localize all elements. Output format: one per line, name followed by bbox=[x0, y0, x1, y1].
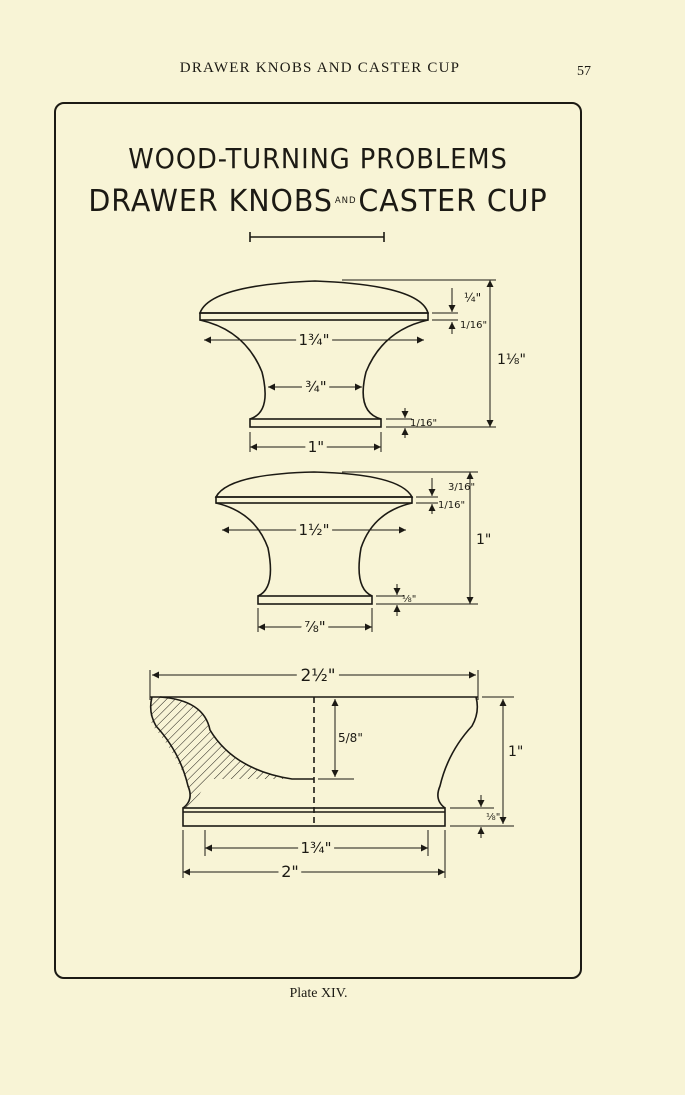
knob-small-drawing bbox=[214, 471, 414, 605]
knob-large-dim-foot: 1/16" bbox=[410, 418, 437, 429]
plate-caption: Plate XIV. bbox=[289, 986, 348, 1001]
knob-large-drawing bbox=[198, 280, 430, 428]
knob-large-dim-base: 1" bbox=[308, 438, 324, 456]
plate-frame bbox=[54, 102, 582, 979]
caster-dim-top-diameter: 2½" bbox=[300, 666, 335, 686]
knob-small-dim-foot: ⅛" bbox=[402, 594, 416, 605]
caster-dim-height: 1" bbox=[508, 744, 523, 760]
knob-large-dim-neck: ¾" bbox=[305, 378, 326, 396]
knob-large-dim-top: ¼" bbox=[464, 291, 481, 305]
knob-large-dim-cap: 1/16" bbox=[460, 320, 487, 331]
caster-dim-base: 2" bbox=[281, 862, 299, 881]
page-number: 57 bbox=[577, 64, 591, 79]
knob-small-dim-top: 3/16" bbox=[448, 482, 475, 493]
knob-small-dim-base: ⅞" bbox=[304, 618, 325, 636]
knob-small-dim-cap: 1/16" bbox=[438, 500, 465, 511]
knob-large-dim-height: 1⅛" bbox=[497, 352, 526, 368]
knob-small-dim-height: 1" bbox=[476, 532, 491, 548]
knob-small-dim-top-diameter: 1½" bbox=[299, 521, 330, 539]
title-drawer-knobs: DRAWER KNOBS bbox=[88, 184, 333, 219]
title-and: AND bbox=[334, 196, 357, 206]
caster-dim-foot: ⅛" bbox=[486, 812, 500, 823]
caster-dim-depth: 5/8" bbox=[338, 731, 363, 745]
knob-large-dim-top-diameter: 1¾" bbox=[299, 331, 330, 349]
caster-cup-dims bbox=[149, 670, 514, 878]
knob-large-dims bbox=[204, 279, 496, 452]
caster-dim-inner: 1¾" bbox=[301, 839, 332, 857]
plate-title-line1: WOOD-TURNING PROBLEMS bbox=[128, 142, 508, 175]
knob-small-dims bbox=[222, 471, 478, 632]
running-head: DRAWER KNOBS AND CASTER CUP bbox=[179, 60, 461, 76]
title-caster-cup: CASTER CUP bbox=[358, 184, 548, 219]
caster-cup-drawing bbox=[149, 696, 479, 827]
